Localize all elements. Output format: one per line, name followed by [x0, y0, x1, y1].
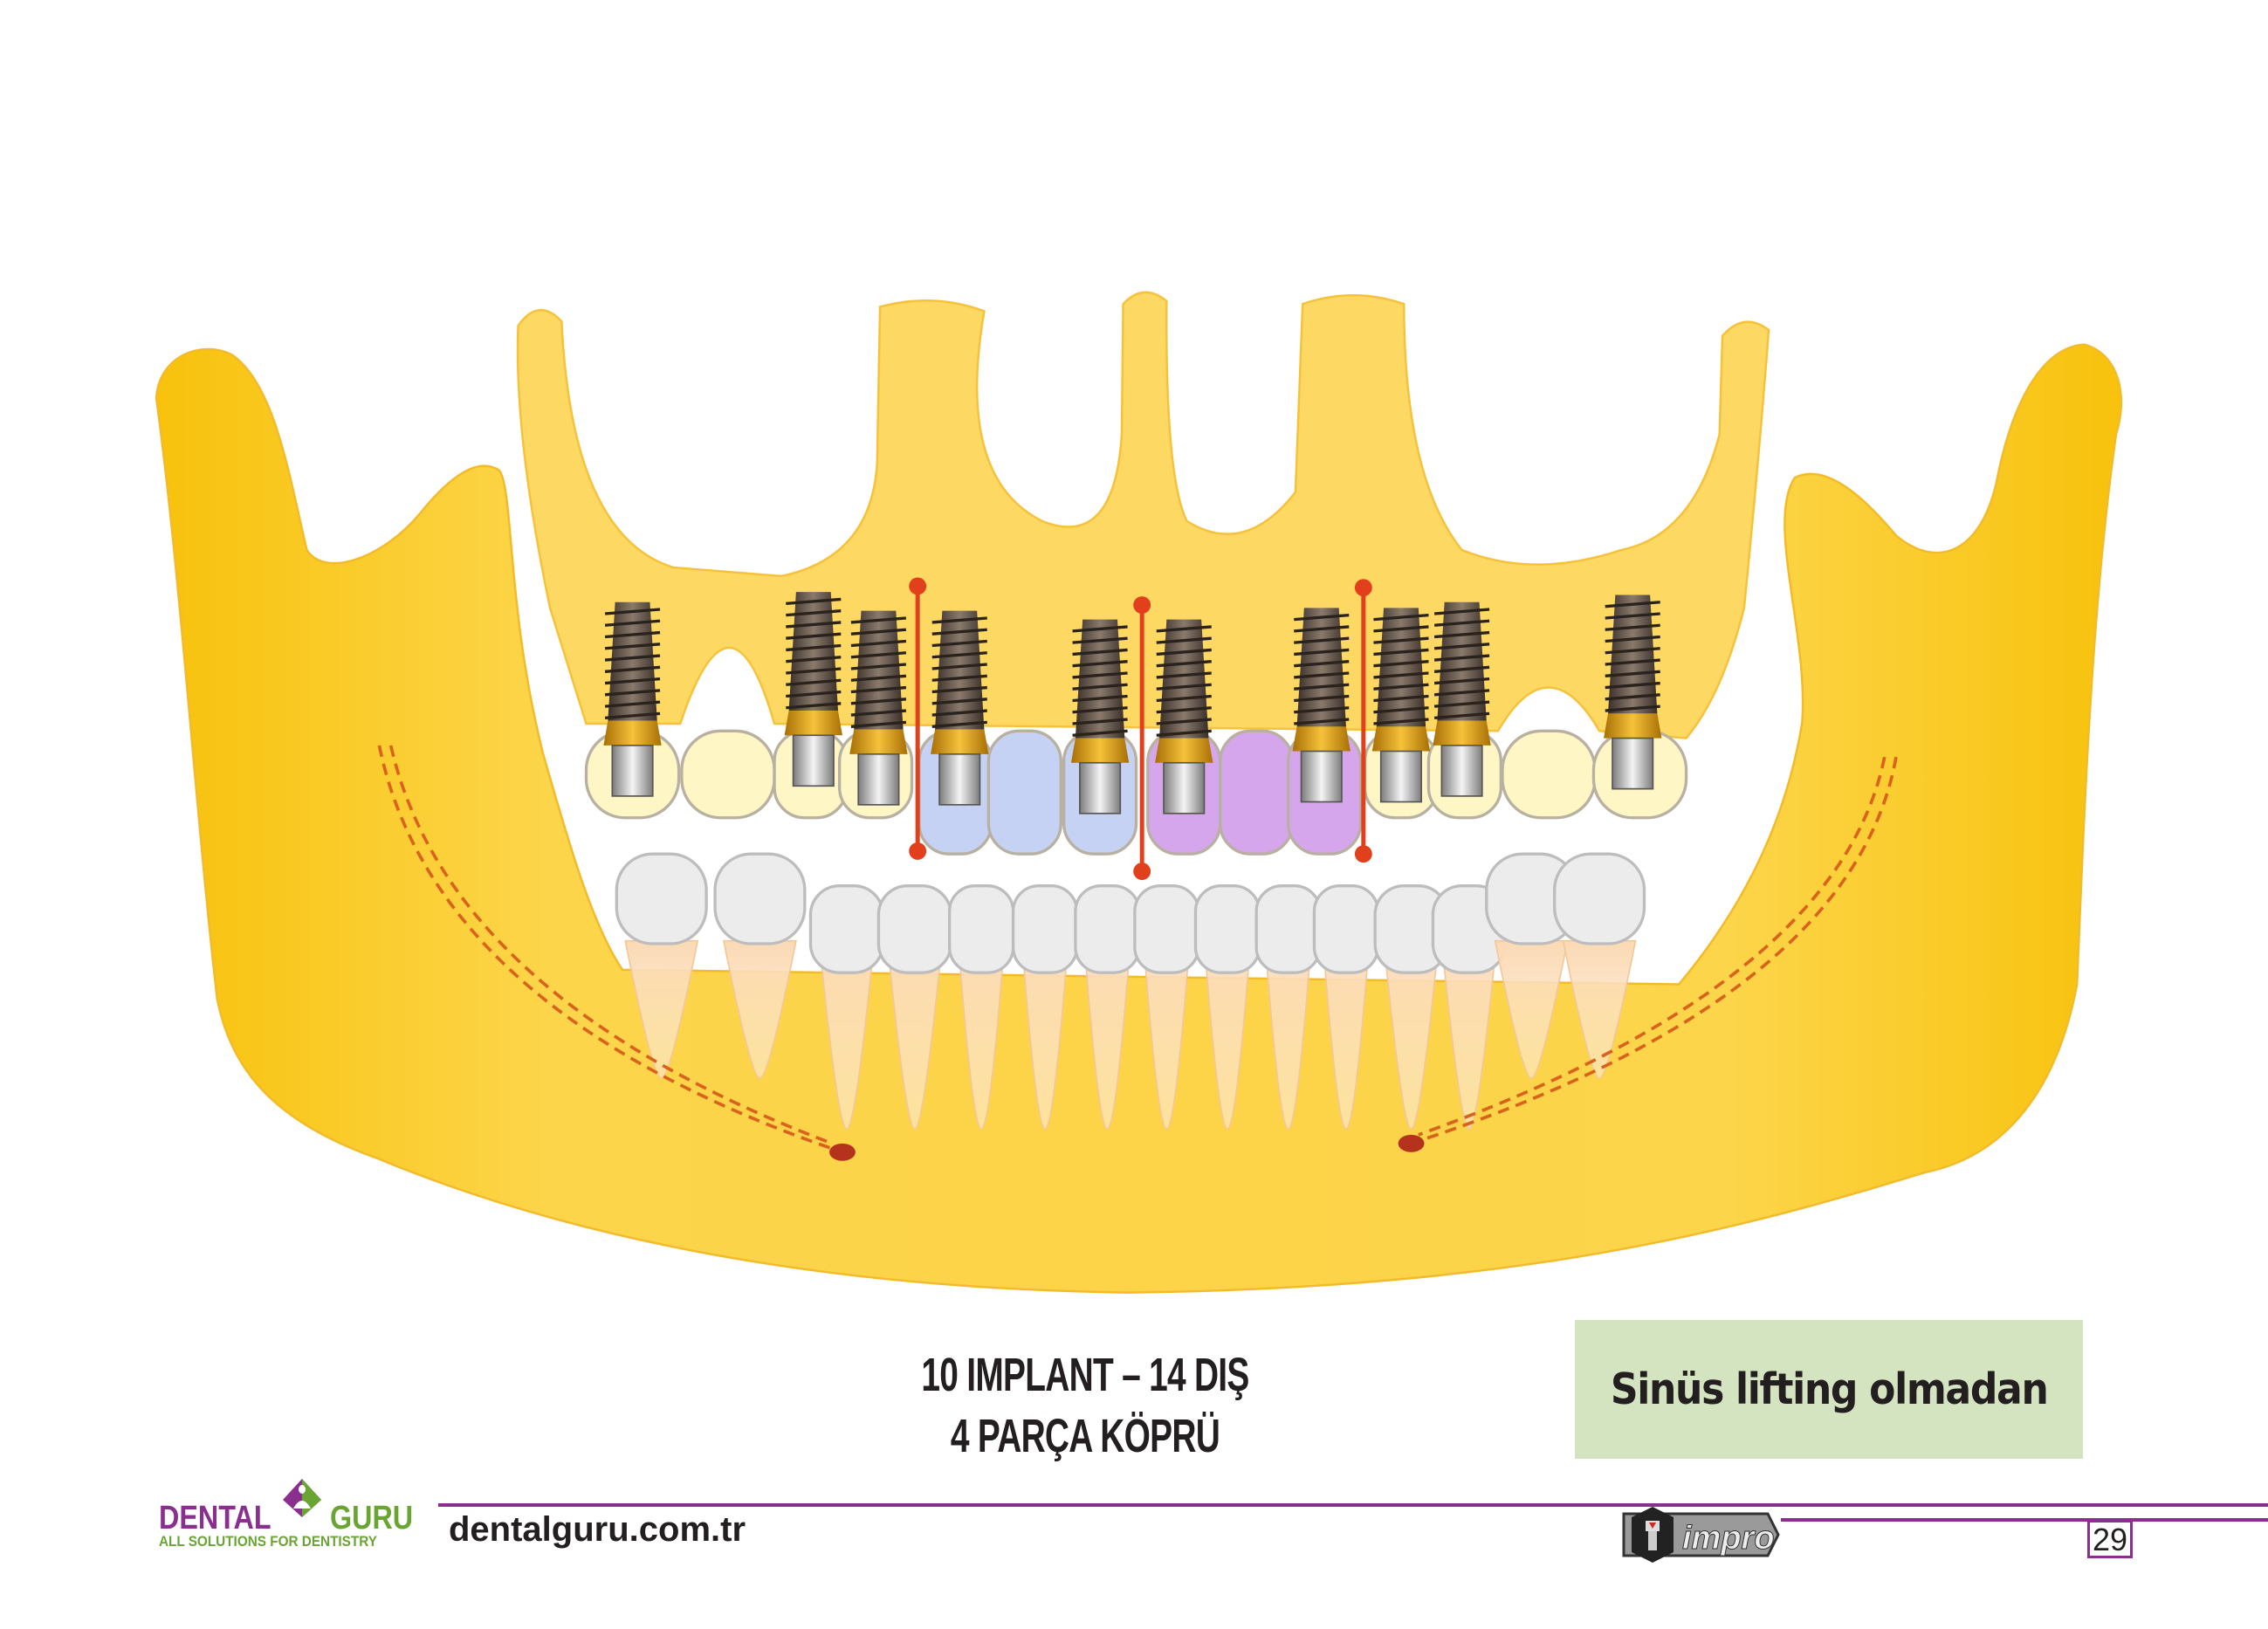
implants [603, 592, 1662, 814]
brand-name-dental: DENTAL [159, 1500, 271, 1536]
lower-tooth-root [957, 939, 1006, 1131]
implant [1155, 619, 1213, 814]
lower-tooth-crown [615, 852, 708, 945]
lower-tooth-root [1142, 939, 1191, 1131]
caption-implant-count: 10 IMPLANT – 14 DIŞ [921, 1349, 1249, 1401]
nerve-canal-left [377, 745, 843, 1154]
dentalguru-logo[interactable]: DENTAL GURU ALL SOLUTIONS FOR DENTISTRY [159, 1477, 430, 1550]
svg-text:impro: impro [1682, 1520, 1775, 1557]
upper-crown [680, 729, 776, 820]
bridge-dividers [909, 577, 1372, 881]
lower-tooth-crown [876, 884, 952, 974]
implant [1292, 608, 1350, 803]
implant [603, 601, 662, 797]
bridge-divider-dot [1354, 579, 1372, 597]
upper-crown [1219, 729, 1295, 856]
lower-tooth-crown [947, 884, 1015, 974]
lower-tooth-crown [1133, 884, 1200, 974]
brand-tagline: ALL SOLUTIONS FOR DENTISTRY [159, 1533, 377, 1550]
nerve-canal-right [1410, 756, 1898, 1145]
lower-tooth-root [722, 939, 797, 1080]
brand-name-guru: GURU [330, 1500, 414, 1536]
bridge-divider-dot [1133, 596, 1151, 614]
bridge-divider-dot [909, 577, 927, 595]
implant [1070, 619, 1130, 814]
lower-tooth-crown [1193, 884, 1261, 974]
upper-teeth [584, 729, 1688, 856]
upper-crown [1501, 729, 1597, 820]
caption-bridge-count: 4 PARÇA KÖPRÜ [950, 1410, 1220, 1462]
lower-tooth-crown [1553, 852, 1646, 945]
lower-tooth-root [1562, 939, 1637, 1080]
implant [784, 592, 842, 787]
lower-tooth-crown [1254, 884, 1322, 974]
lower-tooth-root [886, 939, 944, 1131]
lower-tooth-root [1440, 939, 1498, 1131]
impro-logo: impro [1622, 1507, 1780, 1563]
lower-tooth-root [1322, 939, 1371, 1131]
lower-tooth-root [818, 939, 876, 1131]
guru-figure-icon [283, 1479, 321, 1517]
bridge-divider-dot [1133, 863, 1151, 881]
nerve-canal-left-inner [388, 745, 833, 1145]
website-link[interactable]: dentalguru.com.tr [449, 1510, 746, 1549]
bridge-divider-dot [909, 842, 927, 860]
mental-foramen-left [829, 1143, 856, 1161]
lower-tooth-root [1203, 939, 1252, 1131]
nerve-canal-right-inner [1418, 756, 1887, 1137]
note-box: Sinüs lifting olmadan [1575, 1320, 2083, 1459]
lower-tooth-root [1264, 939, 1313, 1131]
lower-tooth-crown [713, 852, 807, 945]
footer-divider [438, 1503, 2268, 1507]
implant [1371, 608, 1431, 803]
lower-tooth-root [1082, 939, 1131, 1131]
note-text: Sinüs lifting olmadan [1610, 1364, 2049, 1414]
lower-teeth [615, 852, 1646, 1131]
implant [1604, 595, 1662, 790]
page-number: 29 [2087, 1520, 2133, 1558]
lower-tooth-root [1383, 939, 1440, 1131]
lower-tooth-crown [1011, 884, 1079, 974]
implant [931, 610, 989, 806]
footer-divider-right [1781, 1518, 2268, 1522]
bridge-divider-dot [1354, 845, 1372, 863]
implant [1433, 601, 1491, 797]
lower-tooth-root [1021, 939, 1069, 1131]
upper-crown [986, 729, 1062, 856]
lower-tooth-root [1494, 939, 1569, 1080]
implant [849, 610, 908, 806]
lower-tooth-crown [1312, 884, 1380, 974]
mental-foramen-right [1398, 1134, 1425, 1152]
lower-tooth-crown [808, 884, 885, 974]
lower-tooth-root [624, 939, 699, 1080]
lower-tooth-crown [1074, 884, 1141, 974]
